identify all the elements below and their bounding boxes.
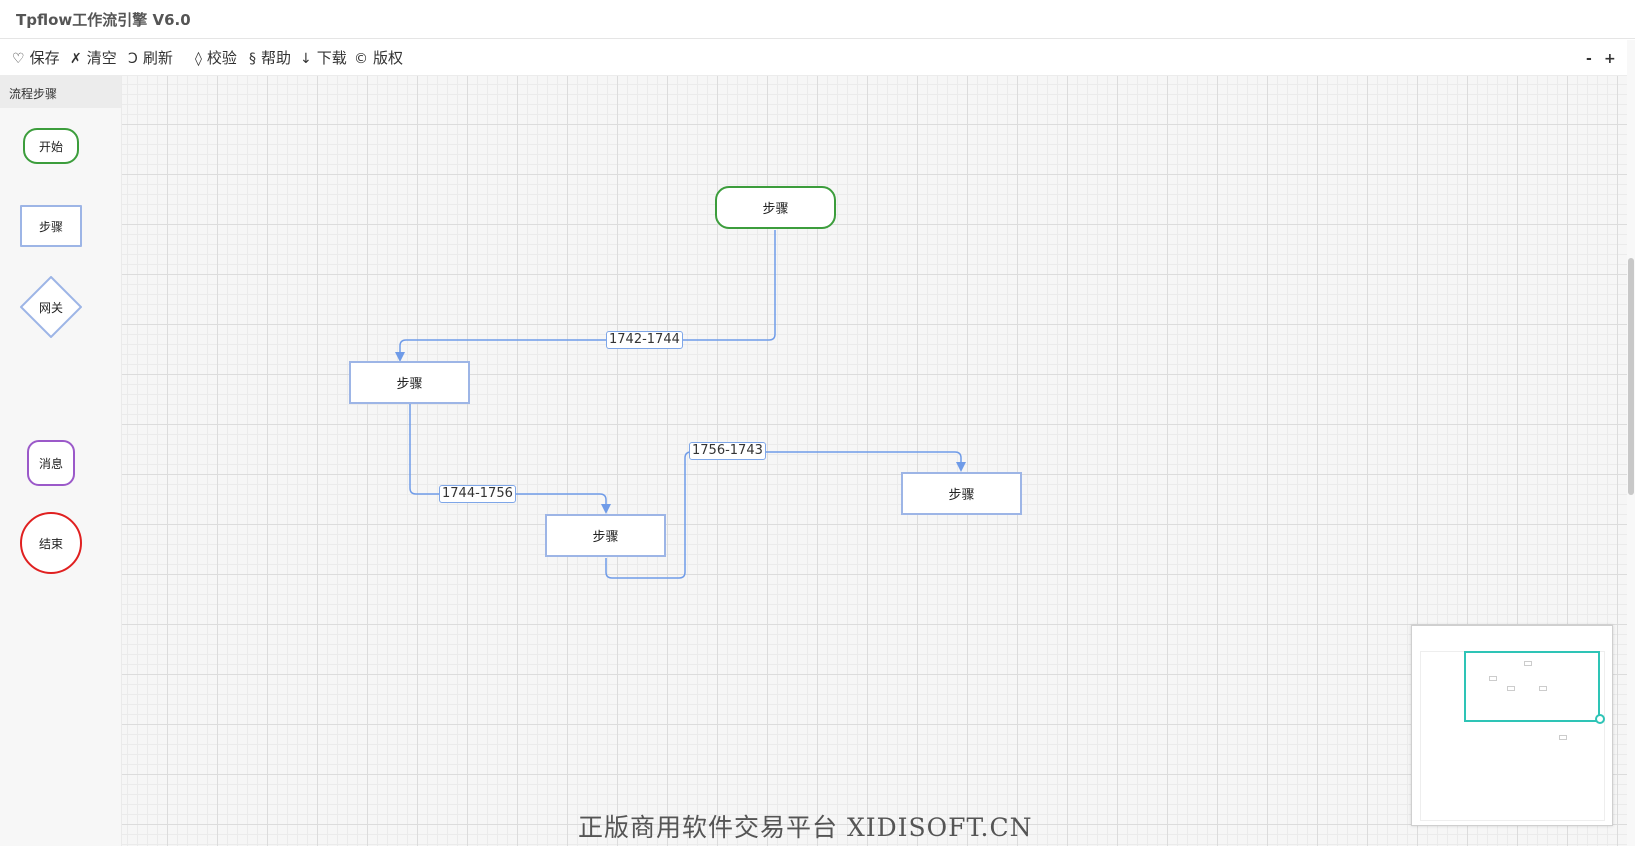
- minimap-node: [1489, 676, 1497, 681]
- copyright-icon: ©: [354, 51, 368, 67]
- palette-message-node[interactable]: 消息: [27, 440, 75, 486]
- vertical-scrollbar[interactable]: [1627, 40, 1635, 846]
- clear-label: 清空: [86, 49, 117, 67]
- edge-label-1744-1756[interactable]: 1744-1756: [439, 485, 516, 503]
- minimap-node: [1559, 735, 1567, 740]
- palette-header: 流程步骤: [0, 76, 121, 108]
- download-label: 下载: [316, 49, 347, 67]
- clear-icon: ✗: [70, 51, 82, 67]
- scrollbar-thumb[interactable]: [1628, 258, 1634, 495]
- validate-label: 校验: [206, 49, 237, 67]
- edge-label-1756-1743[interactable]: 1756-1743: [689, 442, 766, 460]
- node-label: 步骤: [592, 530, 619, 545]
- minimap-viewport[interactable]: [1464, 651, 1600, 722]
- minimap[interactable]: [1411, 625, 1613, 826]
- edges-layer: [395, 230, 966, 579]
- gateway-diamond-shape: [20, 276, 82, 338]
- title-bar: Tpflow工作流引擎 V6.0: [0, 0, 1635, 39]
- save-label: 保存: [29, 49, 60, 67]
- node-label: 步骤: [396, 377, 423, 392]
- clear-button[interactable]: ✗清空: [70, 47, 117, 68]
- palette-gateway-node[interactable]: 网关: [20, 276, 82, 338]
- palette-gateway-label: 网关: [38, 300, 63, 315]
- minimap-canvas: [1420, 651, 1605, 821]
- node-label: 步骤: [762, 202, 789, 217]
- edge-label-1742-1744[interactable]: 1742-1744: [606, 331, 683, 349]
- refresh-icon: Ↄ: [128, 51, 138, 67]
- palette-end-label: 结束: [38, 536, 63, 551]
- zoom-in-button[interactable]: +: [1604, 51, 1616, 67]
- copyright-label: 版权: [373, 49, 404, 67]
- minimap-node: [1539, 686, 1547, 691]
- step-palette: 流程步骤 开始 步骤 网关 消息 结束: [0, 76, 122, 846]
- refresh-label: 刷新: [142, 49, 173, 67]
- palette-message-label: 消息: [38, 456, 63, 471]
- save-button[interactable]: ♡保存: [12, 47, 60, 68]
- minimap-node: [1507, 686, 1515, 691]
- flow-node-start-1742[interactable]: 步骤: [715, 186, 836, 229]
- download-button[interactable]: ↓下载: [300, 47, 347, 68]
- watermark-text: 正版商用软件交易平台 XIDISOFT.CN: [578, 813, 1033, 842]
- minimap-resize-handle[interactable]: [1595, 714, 1605, 724]
- zoom-out-button[interactable]: -: [1586, 51, 1592, 67]
- copyright-button[interactable]: © 版权: [354, 47, 403, 68]
- section-icon: §: [249, 51, 256, 67]
- palette-start-label: 开始: [38, 139, 63, 154]
- minimap-node: [1524, 661, 1532, 666]
- node-label: 步骤: [948, 488, 975, 503]
- help-label: 帮助: [261, 49, 292, 67]
- flow-node-step-1756[interactable]: 步骤: [545, 514, 666, 557]
- validate-button[interactable]: ◊校验: [195, 47, 237, 68]
- edge-1756-1743[interactable]: [605, 451, 966, 579]
- edge-1742-1744[interactable]: [395, 230, 776, 362]
- palette-title: 流程步骤: [9, 87, 58, 101]
- download-icon: ↓: [300, 51, 312, 67]
- flow-node-step-1744[interactable]: 步骤: [349, 361, 470, 404]
- palette-start-node[interactable]: 开始: [23, 128, 79, 164]
- app-title: Tpflow工作流引擎 V6.0: [16, 11, 191, 29]
- flow-canvas[interactable]: 1742-1744 1744-1756 1756-1743 步骤 步骤 步骤 步…: [122, 76, 1627, 846]
- palette-end-node[interactable]: 结束: [20, 512, 82, 574]
- help-button[interactable]: § 帮助: [249, 47, 291, 68]
- flow-node-step-1743[interactable]: 步骤: [901, 472, 1022, 515]
- validate-icon: ◊: [195, 51, 202, 67]
- palette-step-node[interactable]: 步骤: [20, 205, 82, 247]
- heart-icon: ♡: [12, 51, 25, 67]
- palette-step-label: 步骤: [38, 219, 63, 234]
